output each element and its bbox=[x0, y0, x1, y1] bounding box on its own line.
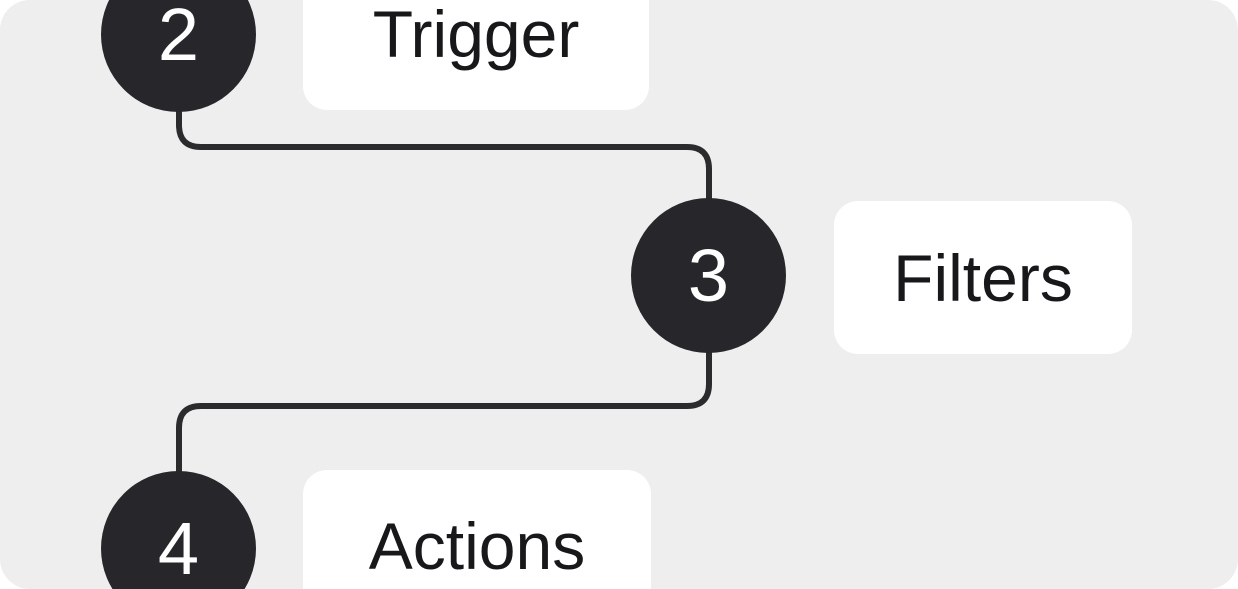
step-label-filters: Filters bbox=[893, 240, 1073, 315]
step-circle-filters: 3 bbox=[631, 198, 786, 353]
step-label-card-trigger: Trigger bbox=[303, 0, 649, 110]
step-label-card-actions: Actions bbox=[303, 470, 651, 589]
step-number-actions: 4 bbox=[157, 506, 200, 589]
step-label-actions: Actions bbox=[368, 509, 586, 583]
step-label-card-filters: Filters bbox=[834, 201, 1132, 354]
connector-trigger-to-filters bbox=[176, 96, 712, 210]
step-label-trigger: Trigger bbox=[372, 0, 580, 71]
step-circle-trigger: 2 bbox=[101, 0, 256, 112]
connector-filters-to-actions bbox=[176, 344, 712, 480]
step-circle-actions: 4 bbox=[101, 471, 256, 589]
step-number-filters: 3 bbox=[687, 233, 730, 317]
step-number-trigger: 2 bbox=[157, 0, 200, 76]
